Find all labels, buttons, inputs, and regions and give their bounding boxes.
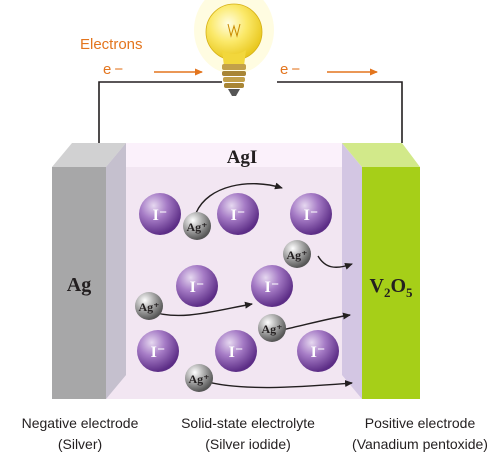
silver-ion: [135, 292, 163, 320]
negative-electrode-caption: Negative electrode (Silver): [0, 413, 160, 455]
silver-ion-label: Ag⁺: [189, 372, 210, 386]
iodide-ion-label: I⁻: [229, 344, 244, 361]
ion-path-arrow: [317, 255, 353, 270]
electrolyte-subtitle: (Silver iodide): [205, 436, 291, 452]
iodide-ion: [290, 193, 332, 235]
iodide-ion-label: I⁻: [151, 344, 166, 361]
silver-ion-label: Ag⁺: [262, 322, 283, 336]
positive-material-label: V2O5: [369, 275, 413, 300]
silver-ions: [135, 212, 311, 392]
electrolyte-inner-right: [342, 143, 362, 399]
iodide-ion: [217, 193, 259, 235]
iodide-ion-label: I⁻: [153, 207, 168, 224]
negative-electrode-subtitle: (Silver): [57, 436, 103, 452]
iodide-ion-label: I⁻: [231, 207, 246, 224]
electrolyte-top-face: [106, 143, 362, 167]
silver-ion-label: Ag⁺: [139, 300, 160, 314]
electrolyte-title: Solid-state electrolyte: [181, 415, 315, 431]
light-bulb-icon: [194, 0, 274, 96]
electrons-label: Electrons: [80, 36, 143, 53]
ion-path-arrow: [199, 379, 353, 389]
iodide-ion: [251, 265, 293, 307]
iodide-ion: [176, 265, 218, 307]
iodide-ion: [137, 330, 179, 372]
iodide-ion-label: I⁻: [311, 344, 326, 361]
electrolyte-formula: AgI: [227, 147, 258, 168]
negative-electrode-title: Negative electrode: [21, 415, 139, 431]
positive-electrode: [342, 143, 420, 399]
silver-ion: [258, 314, 286, 342]
silver-ion-label: Ag⁺: [187, 220, 208, 234]
circuit-wire: [98, 81, 403, 143]
silver-ion: [183, 212, 211, 240]
iodide-ion: [139, 193, 181, 235]
electron-symbol-right: e −: [280, 61, 301, 78]
iodide-ion-label: I⁻: [304, 207, 319, 224]
electrolyte-caption: Solid-state electrolyte (Silver iodide): [158, 413, 338, 455]
negative-electrode: [52, 143, 126, 399]
silver-ion: [283, 240, 311, 268]
ion-path-arrow: [281, 312, 351, 331]
negative-material-label: Ag: [67, 274, 91, 296]
silver-ion-label: Ag⁺: [287, 248, 308, 262]
positive-electrode-caption: Positive electrode (Vanadium pentoxide): [340, 413, 500, 455]
iodide-ion-label: I⁻: [190, 279, 205, 296]
positive-electrode-title: Positive electrode: [364, 415, 476, 431]
iodide-ions: [137, 193, 339, 372]
electron-symbol-left: e −: [103, 61, 124, 78]
iodide-ion: [215, 330, 257, 372]
silver-ion: [185, 364, 213, 392]
positive-electrode-subtitle: (Vanadium pentoxide): [352, 436, 488, 452]
iodide-ion: [297, 330, 339, 372]
ion-path-arrow: [195, 182, 283, 214]
iodide-ion-label: I⁻: [265, 279, 280, 296]
